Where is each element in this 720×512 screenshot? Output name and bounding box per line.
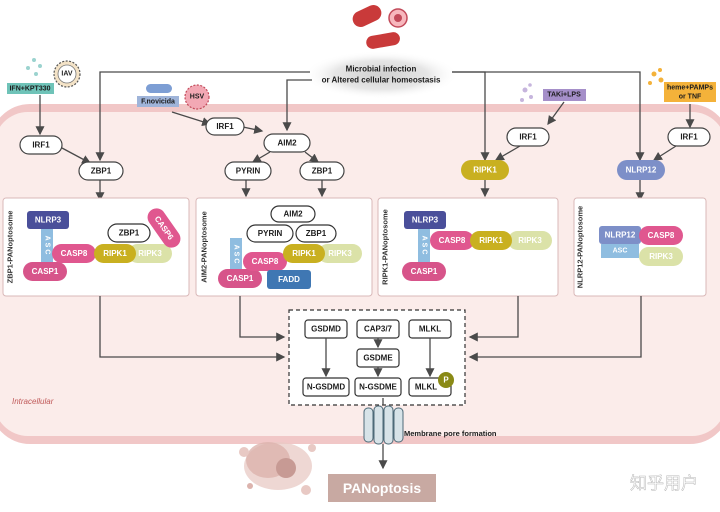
complexes-casp8-text: CASP8	[61, 249, 88, 258]
microbe-icon	[352, 5, 408, 49]
sensor-nlrp12: NLRP12	[617, 160, 665, 180]
mlkl-p-label: MLKL	[415, 383, 437, 392]
sensors-irf1-text: IRF1	[519, 133, 537, 142]
zbp1-complex: NLRP3 ASC CASP1 CASP8 ZBP1 RIPK3 RIPK1 C…	[23, 208, 181, 281]
gsdme-label: GSDME	[363, 354, 393, 363]
fnovicida-label: F.novicida	[141, 99, 175, 106]
ripk1-panel-title: RIPK1-PANoptosome	[381, 209, 390, 285]
heme-label-1: heme+PAMPs	[667, 85, 713, 92]
sensor-irf1-aim2: IRF1	[205, 117, 245, 136]
complexes-pyrin-text: PYRIN	[258, 229, 283, 238]
sensors-pyrin-text: PYRIN	[236, 167, 261, 176]
sensor-irf1-left: IRF1	[19, 135, 63, 155]
complexes-ripk3-text: RIPK3	[649, 252, 673, 261]
watermark: 知乎用户	[630, 474, 698, 494]
ripk1-complex: NLRP3 ASC CASP1 CASP8 RIPK3 RIPK1	[402, 211, 552, 281]
complexes-zbp1-text: ZBP1	[119, 229, 140, 238]
sensor-zbp1-aim2: ZBP1	[299, 161, 345, 181]
sensors-irf1-text: IRF1	[680, 133, 698, 142]
dying-cell-icon	[239, 442, 316, 495]
ifn-kpt330-label: IFN+KPT330	[9, 86, 50, 93]
phospho-badge: P	[443, 376, 449, 385]
nlrp12-panel-title: NLRP12-PANoptosome	[576, 206, 585, 288]
cap37-label: CAP3/7	[364, 325, 393, 334]
virus-hsv-icon: HSV	[184, 84, 210, 110]
complexes-casp1-text: CASP1	[227, 274, 254, 283]
sensor-irf1-ripk1: IRF1	[506, 127, 550, 147]
complexes-fadd-text: FADD	[278, 275, 300, 284]
outcome-box: PANoptosis	[328, 474, 436, 502]
complexes-casp8-text: CASP8	[648, 231, 675, 240]
complexes-nlrp3-text: NLRP3	[35, 216, 62, 225]
sensor-ripk1: RIPK1	[461, 160, 509, 180]
stimulus-fnovicida: F.novicida	[137, 84, 179, 107]
trigger-line1: Microbial infection	[346, 65, 417, 74]
complexes-asc-text: ASC	[44, 236, 51, 257]
nlrp12-panoptosome-panel: NLRP12-PANoptosome	[573, 197, 707, 297]
complexes-ripk3-text: RIPK3	[518, 236, 542, 245]
sensor-zbp1-left: ZBP1	[78, 161, 124, 181]
sensor-pyrin: PYRIN	[224, 161, 272, 181]
complexes-casp8-text: CASP8	[252, 257, 279, 266]
sensors-irf1-text: IRF1	[32, 141, 50, 150]
iav-label: IAV	[61, 71, 72, 78]
sensor-irf1-nlrp12: IRF1	[667, 127, 711, 147]
intracellular-label: Intracellular	[12, 397, 54, 406]
mlkl-label: MLKL	[419, 325, 441, 334]
sensors-zbp1-text: ZBP1	[91, 167, 112, 176]
stimulus-heme: heme+PAMPs or TNF	[648, 68, 716, 102]
aim2-panel-title: AIM2-PANoptosome	[200, 211, 209, 283]
gsdmd-label: GSDMD	[311, 325, 341, 334]
complexes-ripk3-text: RIPK3	[328, 249, 352, 258]
executor-arrows	[321, 338, 435, 378]
trigger-lines	[95, 71, 645, 162]
n-gsdme-label: N-GSDME	[359, 383, 397, 392]
complexes-casp8-text: CASP8	[439, 236, 466, 245]
complexes-ripk3-text: RIPK3	[138, 249, 162, 258]
heme-label-2: or TNF	[679, 94, 702, 101]
complexes-ripk1-text: RIPK1	[479, 236, 503, 245]
complexes-asc-text: ASC	[421, 236, 428, 257]
zbp1-panel-title: ZBP1-PANoptosome	[6, 211, 15, 284]
n-gsdmd-label: N-GSDMD	[307, 383, 345, 392]
sensor-aim2: AIM2	[263, 133, 311, 153]
hsv-label: HSV	[190, 94, 205, 101]
complexes-casp1-text: CASP1	[411, 267, 438, 276]
nlrp12-complex: NLRP12 ASC CASP8 RIPK3	[599, 226, 683, 266]
complexes-zbp1-text: ZBP1	[306, 229, 327, 238]
sensors-zbp1-text: ZBP1	[312, 167, 333, 176]
outcome-label: PANoptosis	[343, 480, 422, 496]
membrane-pore-icon	[363, 405, 404, 445]
sensors-nlrp12-text: NLRP12	[626, 166, 657, 175]
stimulus-ifn: IFN+KPT330	[7, 58, 54, 94]
virus-iav-icon: IAV	[53, 60, 81, 88]
complexes-nlrp12-text: NLRP12	[605, 231, 636, 240]
tak-lps-label: TAKi+LPS	[547, 92, 581, 99]
sensors-aim2-text: AIM2	[277, 139, 297, 148]
executor-inputs	[99, 296, 642, 362]
membrane-pore-label: Membrane pore formation	[404, 429, 497, 438]
trigger-line2: or Altered cellular homeostasis	[322, 76, 441, 85]
complexes-casp1-text: CASP1	[32, 267, 59, 276]
stimulus-tak-lps: TAKi+LPS	[520, 83, 586, 102]
complexes-asc-text: ASC	[233, 245, 240, 266]
aim2-complex: AIM2 PYRIN ZBP1 ASC CASP1 CASP8 RIPK3 RI…	[218, 205, 362, 289]
complexes-ripk1-text: RIPK1	[103, 249, 127, 258]
complexes-nlrp3-text: NLRP3	[412, 216, 439, 225]
executor-nodes: GSDMD CAP3/7 MLKL GSDME N-GSDMD N-GSDME …	[302, 319, 454, 397]
complexes-asc-text: ASC	[613, 248, 628, 255]
stimulus-arrows	[35, 95, 695, 202]
sensors-irf1-text: IRF1	[216, 122, 234, 131]
sensors-ripk1-text: RIPK1	[473, 166, 497, 175]
complexes-aim2-text: AIM2	[283, 210, 303, 219]
trigger-cloud: Microbial infection or Altered cellular …	[303, 51, 459, 99]
complexes-ripk1-text: RIPK1	[292, 249, 316, 258]
